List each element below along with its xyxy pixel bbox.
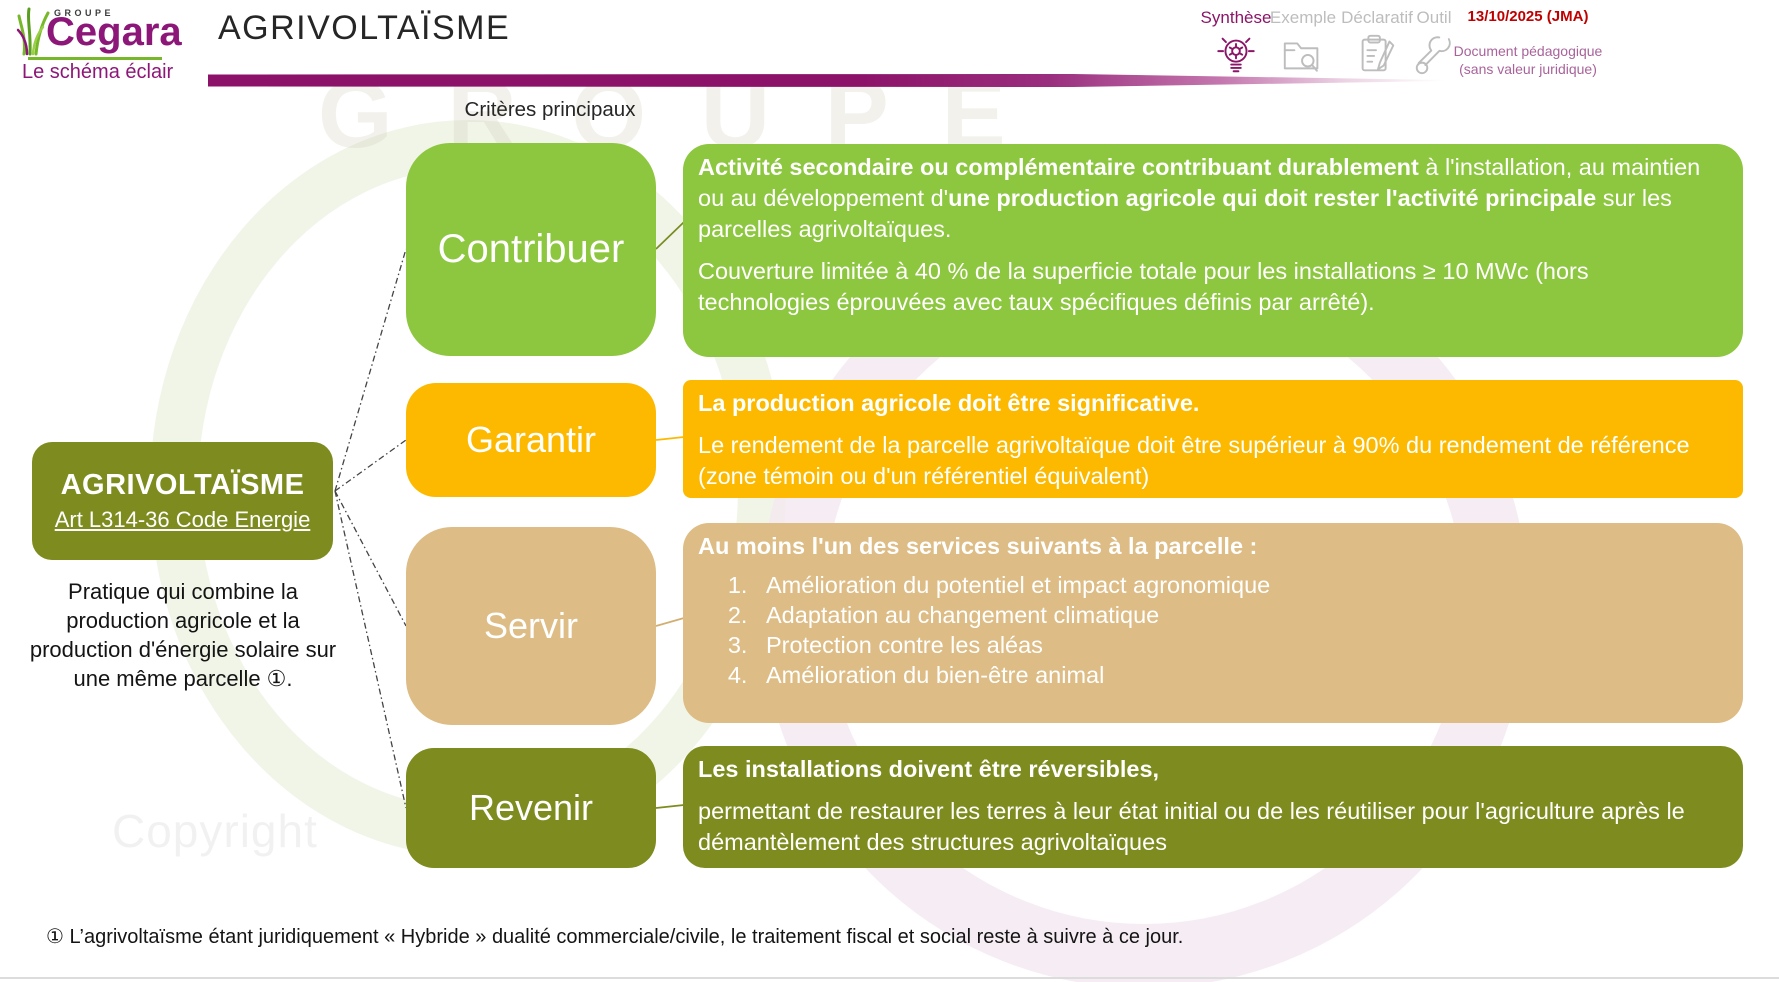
logo-brand: Cegara (46, 10, 182, 54)
logo-underline (28, 57, 162, 60)
service-list-item: Adaptation au changement climatique (754, 600, 1725, 630)
grass-logo-icon (16, 7, 50, 56)
page-title: AGRIVOLTAÏSME (218, 9, 511, 47)
criterion-panel-garantir: La production agricole doit être signifi… (683, 380, 1743, 498)
criterion-panel-servir: Au moins l'un des services suivants à la… (683, 523, 1743, 723)
service-list-item: Amélioration du potentiel et impact agro… (754, 570, 1725, 600)
root-title: AGRIVOLTAÏSME (60, 469, 305, 501)
bulb-gear-icon (1217, 37, 1255, 73)
doc-note: Document pédagogique (sans valeur juridi… (1452, 42, 1604, 78)
date-stamp: 13/10/2025 (JMA) (1467, 8, 1589, 25)
tab-declaratif[interactable]: Déclaratif (1331, 8, 1423, 82)
root-description: Pratique qui combine la production agric… (29, 579, 337, 691)
criterion-box-contribuer: Contribuer (406, 143, 656, 356)
tab-exemple-label: Exemple (1269, 8, 1337, 27)
criterion-label: Servir (483, 605, 578, 646)
criterion-label: Contribuer (437, 227, 625, 271)
doc-note-line2: (sans valeur juridique) (1459, 61, 1597, 77)
tab-outil[interactable]: Outil (1388, 8, 1480, 82)
logo-tagline: Le schéma éclair (22, 61, 174, 83)
criteria-heading: Critères principaux (464, 98, 636, 121)
criterion-box-servir: Servir (406, 527, 656, 725)
bottom-divider (0, 977, 1779, 979)
header-meta: 13/10/2025 (JMA) Document pédagogique (s… (1452, 8, 1604, 78)
tab-synthese-label: Synthèse (1200, 8, 1272, 27)
criterion-label: Garantir (465, 419, 597, 460)
root-node-agrivoltaisme: AGRIVOLTAÏSME Art L314-36 Code Energie (32, 442, 333, 560)
criterion-box-garantir: Garantir (406, 383, 656, 497)
clipboard-pencil-icon (1361, 34, 1395, 72)
root-law-reference-link[interactable]: Art L314-36 Code Energie (54, 507, 311, 532)
service-list-item: Protection contre les aléas (754, 630, 1725, 660)
tab-declaratif-label: Déclaratif (1341, 8, 1413, 27)
footnote: ① L’agrivoltaïsme étant juridiquement « … (46, 926, 1184, 948)
tab-outil-label: Outil (1416, 8, 1452, 27)
watermark-copyright-text: Copyright (112, 805, 318, 857)
criterion-label: Revenir (468, 787, 594, 828)
service-list-item: Amélioration du bien-être animal (754, 660, 1725, 690)
title-underline-bar (208, 74, 1444, 87)
logo-group-label: GROUPE (54, 8, 115, 18)
wrench-icon (1415, 36, 1451, 75)
criterion-panel-contribuer: Activité secondaire ou complémentaire co… (683, 144, 1743, 357)
services-list: Amélioration du potentiel et impact agro… (698, 570, 1725, 690)
criterion-box-revenir: Revenir (406, 748, 656, 868)
doc-note-line1: Document pédagogique (1453, 43, 1603, 59)
tab-exemple[interactable]: Exemple (1257, 8, 1349, 82)
tab-synthese[interactable]: Synthèse (1190, 8, 1282, 82)
folder-search-icon (1283, 42, 1319, 72)
criterion-panel-revenir: Les installations doivent être réversibl… (683, 746, 1743, 868)
